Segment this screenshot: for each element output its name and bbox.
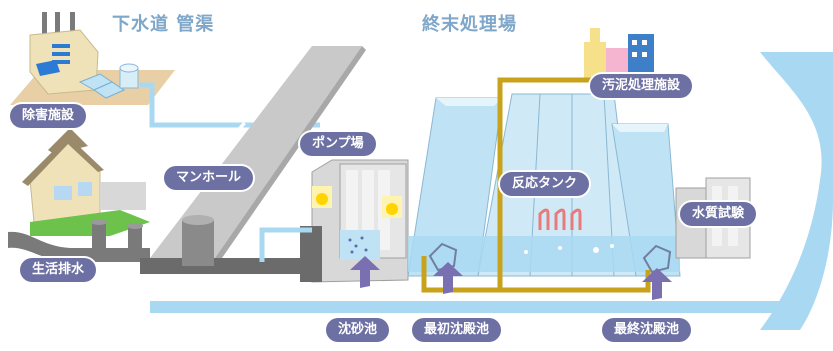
label-water-quality: 水質試験 [680, 202, 757, 226]
detox-tank-icon [78, 63, 139, 99]
factory-icon [29, 12, 99, 95]
household-sewage-pipes [8, 219, 150, 262]
manhole-icon [182, 215, 214, 266]
label-grit-chamber: 沈砂池 [326, 318, 390, 342]
main-sewer-pipe [140, 258, 318, 274]
road-lane-markings [236, 74, 278, 132]
label-manhole: マンホール [164, 166, 254, 190]
section-title-treatment: 終末処理場 [422, 14, 517, 35]
house-icon [22, 128, 146, 223]
label-pump-station: ポンプ場 [300, 132, 376, 156]
pump-station-building [300, 159, 409, 283]
road [150, 46, 362, 258]
flow-arrows [350, 256, 672, 300]
label-sludge-facility: 汚泥処理施設 [590, 74, 693, 98]
label-final-clarifier: 最終沈殿池 [602, 318, 692, 342]
pump-to-grit-pipe [259, 227, 312, 262]
treated-water-channel [150, 301, 800, 313]
river [760, 52, 833, 330]
label-household-sewage: 生活排水 [20, 258, 97, 282]
lawn [30, 210, 150, 236]
label-reaction-tank: 反応タンク [500, 172, 590, 196]
label-primary-clarifier: 最初沈殿池 [412, 318, 502, 342]
label-detox-facility: 除害施設 [10, 104, 87, 128]
detox-discharge-pipe [140, 82, 320, 128]
section-title-sewer: 下水道 管渠 [112, 14, 215, 35]
